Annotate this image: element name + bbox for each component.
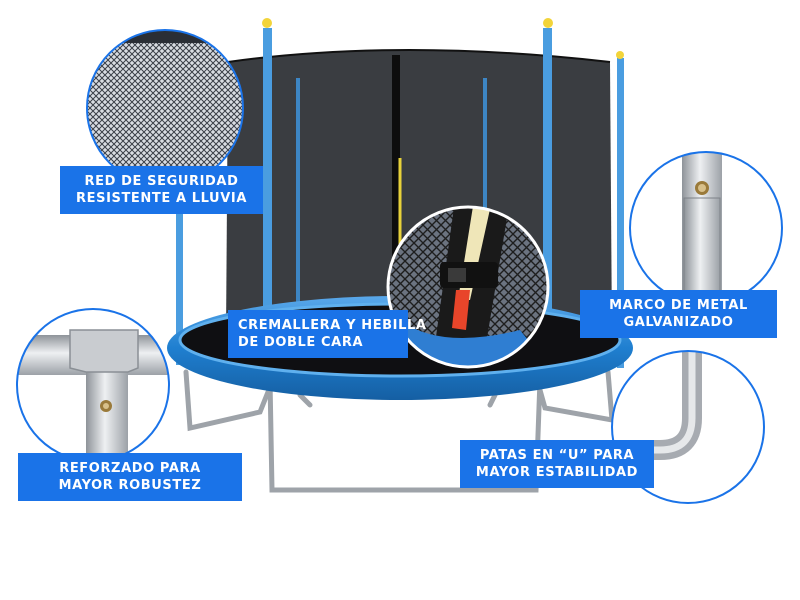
zipper-detail-circle: [386, 205, 550, 369]
safety-net-label-line2: RESISTENTE A LLUVIA: [76, 191, 247, 206]
u-legs-label-line2: MAYOR ESTABILIDAD: [475, 465, 639, 480]
safety-net-label-line1: RED DE SEGURIDAD: [84, 174, 239, 189]
safety-net-label: RED DE SEGURIDAD RESISTENTE A LLUVIA: [60, 166, 263, 214]
reinforced-label: REFORZADO PARA MAYOR ROBUSTEZ: [18, 453, 242, 501]
trampoline-legs: [183, 369, 615, 493]
zipper-label-line2: DE DOBLE CARA: [238, 335, 364, 350]
reinforced-label-line1: REFORZADO PARA: [59, 461, 201, 476]
zipper-label: CREMALLERA Y HEBILLA DE DOBLE CARA: [228, 310, 427, 358]
u-legs-label: PATAS EN “U” PARA MAYOR ESTABILIDAD: [460, 440, 654, 488]
metal-pole-detail-circle: [629, 151, 783, 305]
reinforced-label-line2: MAYOR ROBUSTEZ: [58, 478, 202, 493]
metal-frame-label-line1: MARCO DE METAL: [609, 298, 748, 313]
metal-frame-label: MARCO DE METAL GALVANIZADO: [580, 290, 777, 338]
net-detail-circle: [86, 29, 244, 187]
t-joint-detail-circle: [16, 308, 170, 462]
zipper-label-line1: CREMALLERA Y HEBILLA: [238, 318, 427, 333]
u-legs-label-line1: PATAS EN “U” PARA: [479, 448, 635, 463]
metal-frame-label-line2: GALVANIZADO: [623, 315, 734, 330]
